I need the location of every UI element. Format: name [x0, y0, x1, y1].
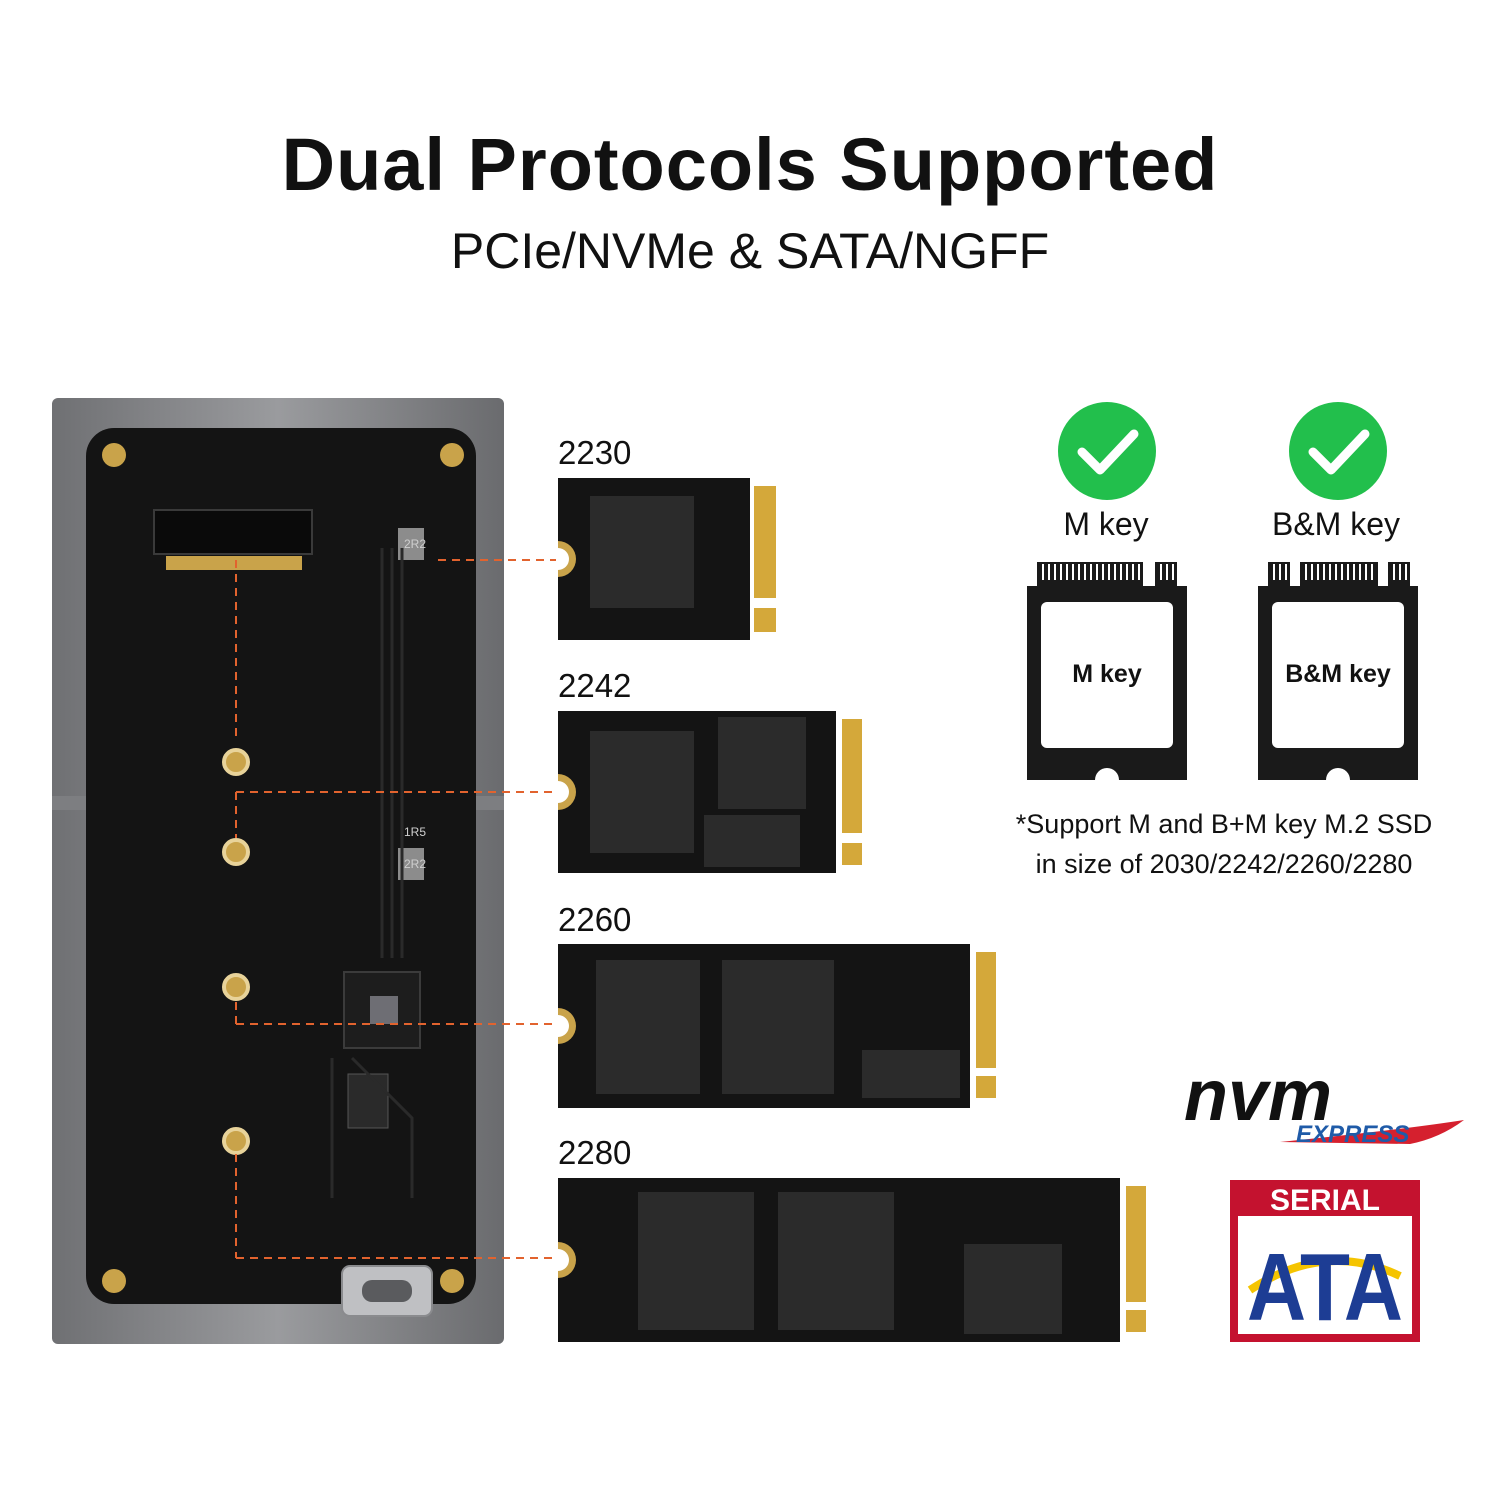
check-icon	[1058, 402, 1156, 500]
silkscreen-label: 2R2	[404, 857, 426, 871]
ssd-2260-image	[558, 944, 996, 1108]
ssd-size-label: 2260	[558, 901, 632, 938]
sata-logo-main: ATA	[1247, 1234, 1403, 1341]
nvme-logo-text: nvm	[1184, 1058, 1332, 1136]
sata-logo: SERIAL ATA	[1230, 1180, 1420, 1342]
bm-key-card: B&M key	[1258, 562, 1418, 780]
ssd-size-label: 2230	[558, 434, 632, 471]
ssd-size-label: 2242	[558, 667, 632, 704]
sata-logo-top: SERIAL	[1270, 1184, 1380, 1217]
support-note: *Support M and B+M key M.2 SSD in size o…	[984, 804, 1464, 884]
m-key-card: M key	[1027, 562, 1187, 780]
ssd-2280-image	[558, 1178, 1146, 1342]
check-icon	[1289, 402, 1387, 500]
key-type-label: B&M key	[1271, 506, 1401, 542]
m-key-card-text: M key	[1072, 660, 1142, 688]
support-note-line: in size of 2030/2242/2260/2280	[1035, 849, 1413, 879]
silkscreen-label: 2R2	[404, 537, 426, 551]
ssd-size-label: 2280	[558, 1134, 632, 1171]
silkscreen-label: 1R5	[404, 825, 426, 839]
enclosure-image: 2R2 2R2 1R5	[52, 398, 504, 1344]
bm-key-card-text: B&M key	[1285, 660, 1391, 688]
page-title: Dual Protocols Supported	[281, 123, 1219, 206]
ssd-2242-image	[558, 711, 862, 873]
nvme-logo: nvm EXPRESS	[1184, 1058, 1464, 1148]
support-note-line: *Support M and B+M key M.2 SSD	[1015, 809, 1433, 839]
ssd-2230-image	[558, 478, 776, 640]
key-type-label: M key	[1063, 506, 1149, 542]
nvme-logo-subtext: EXPRESS	[1296, 1121, 1409, 1148]
page-subtitle: PCIe/NVMe & SATA/NGFF	[450, 223, 1050, 279]
